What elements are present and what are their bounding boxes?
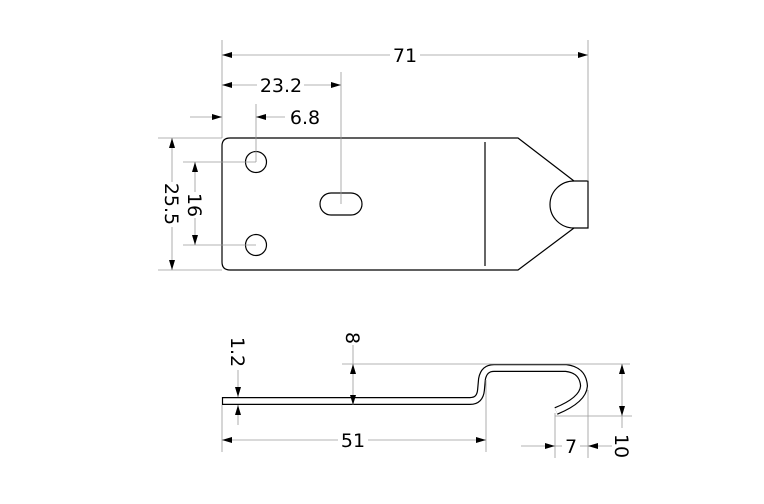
dimension-label: 25.5 (160, 183, 182, 225)
dimension-slot-position: 23.2 (222, 75, 341, 97)
dimension-label: 23.2 (260, 75, 302, 97)
side-view: 1.2 8 51 7 10 (221, 332, 632, 458)
dimension-overall-width: 25.5 (160, 138, 182, 270)
top-view: 71 23.2 6.8 25.5 16 (158, 40, 589, 271)
dimension-hole-position: 6.8 (190, 107, 320, 129)
dimension-hook-height: 10 (610, 364, 632, 458)
plate-outline (221, 137, 589, 271)
dimension-hook-width: 7 (521, 436, 612, 458)
dimension-thickness: 1.2 (226, 337, 248, 425)
dimension-label: 10 (610, 434, 632, 458)
bent-strip-profile (221, 364, 589, 415)
dimension-offset-height: 8 (341, 332, 363, 405)
dimension-label: 6.8 (290, 107, 320, 129)
dimension-label: 1.2 (226, 337, 248, 367)
dimension-flat-length: 51 (222, 430, 486, 452)
dimension-hole-spacing: 16 (183, 162, 205, 245)
dimension-label: 16 (183, 193, 205, 217)
hook-semicircle (549, 180, 575, 229)
dimension-label: 71 (393, 45, 417, 67)
dimension-label: 8 (341, 332, 363, 344)
dimension-overall-length: 71 (222, 45, 588, 67)
dimension-label: 51 (341, 430, 365, 452)
dimension-label: 7 (565, 436, 577, 458)
